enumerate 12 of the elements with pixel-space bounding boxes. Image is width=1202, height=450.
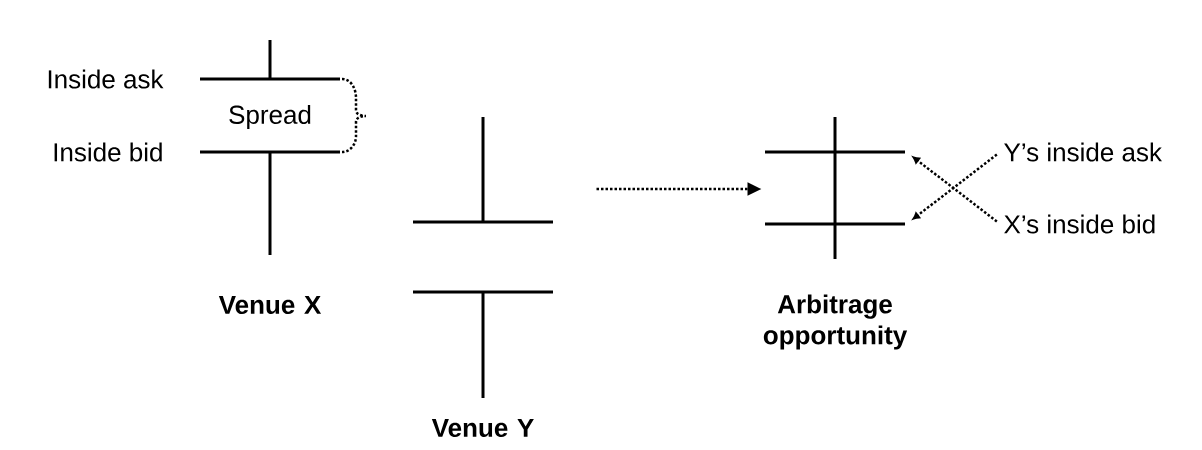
level-label: Inside bid — [54, 142, 162, 162]
venue-caption: Venue Y — [431, 418, 534, 438]
venue-caption: Venue X — [218, 295, 322, 315]
order-book-drawing — [413, 117, 553, 398]
order-book-drawing — [200, 40, 340, 255]
venue-caption: Arbitrage opportunity — [763, 294, 908, 350]
price-label: Y’s inside ask — [1004, 142, 1162, 162]
level-label: Inside ask — [48, 69, 164, 89]
price-label: X’s inside bid — [1004, 214, 1155, 234]
price-line — [765, 150, 905, 154]
price-line — [765, 222, 905, 226]
spread-label: Spread — [229, 104, 311, 130]
